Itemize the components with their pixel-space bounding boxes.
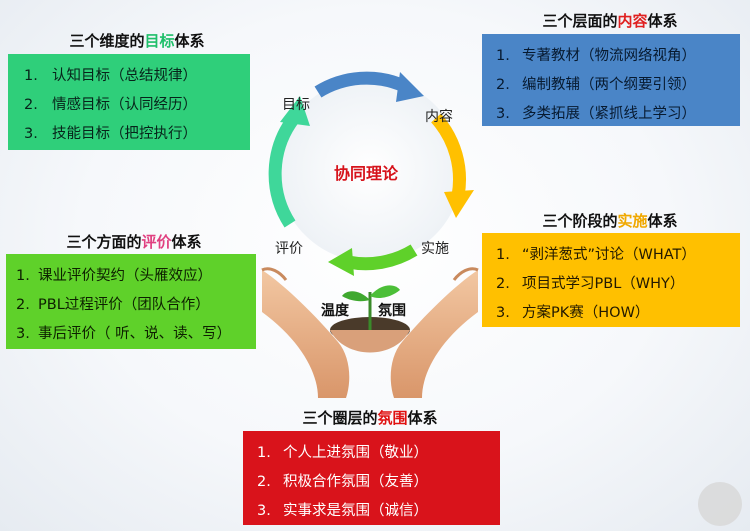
list-item: 1. 认知目标（总结规律） <box>8 62 250 91</box>
list-item: 2. 项目式学习PBL（WHY） <box>482 270 740 299</box>
implementation-system-title: 三个阶段的实施体系 <box>520 210 700 231</box>
item-number: 3. <box>24 126 38 142</box>
item-number: 3. <box>496 305 510 321</box>
item-text: 项目式学习PBL（WHY） <box>522 276 685 292</box>
title-suffix: 体系 <box>647 12 678 30</box>
item-number: 1. <box>496 247 510 263</box>
title-prefix: 三个圈层的 <box>302 409 378 427</box>
title-highlight: 目标 <box>144 32 175 50</box>
list-item: 3. 技能目标（把控执行） <box>8 120 250 149</box>
item-text: 编制教辅（两个纲要引领） <box>522 77 696 93</box>
item-text: 方案PK赛（HOW） <box>522 305 650 321</box>
item-number: 1. <box>496 48 510 64</box>
title-suffix: 体系 <box>171 233 202 251</box>
title-prefix: 三个阶段的 <box>542 212 618 230</box>
cycle-center-disc <box>278 78 462 262</box>
title-suffix: 体系 <box>647 212 678 230</box>
title-suffix: 体系 <box>174 32 205 50</box>
item-number: 2. <box>24 97 38 113</box>
list-item: 2. 编制教辅（两个纲要引领） <box>482 71 740 100</box>
arrow-goal-to-content <box>314 71 424 102</box>
item-text: 情感目标（认同经历） <box>52 97 197 113</box>
label-atmosphere: 氛围 <box>378 303 406 319</box>
list-item: 3. 方案PK赛（HOW） <box>482 299 740 328</box>
content-system-box: 1. 专著教材（物流网络视角） 2. 编制教辅（两个纲要引领） 3. 多类拓展（紧抓线… <box>482 34 740 126</box>
list-item: 1. 专著教材（物流网络视角） <box>482 42 740 71</box>
list-item: 3. 事后评价（ 听、说、读、写） <box>6 320 256 349</box>
item-number: 1. <box>24 68 38 84</box>
item-text: 个人上进氛围（敬业） <box>283 445 428 461</box>
arrow-eval-to-goal <box>268 96 310 228</box>
list-item: 1. “剥洋葱式”讨论（WHAT） <box>482 241 740 270</box>
cycle-label-implementation: 实施 <box>421 241 449 257</box>
cycle-center-title: 协同理论 <box>333 164 398 183</box>
atmosphere-system-box: 1. 个人上进氛围（敬业） 2. 积极合作氛围（友善） 3. 实事求是氛围（诚信） <box>243 431 500 525</box>
list-item: 1. 个人上进氛围（敬业） <box>243 439 500 468</box>
watermark-logo-icon <box>698 482 742 526</box>
item-text: 实事求是氛围（诚信） <box>283 503 428 519</box>
item-number: 3. <box>496 106 510 122</box>
atmosphere-system-title: 三个圈层的氛围体系 <box>280 407 460 428</box>
evaluation-system-title: 三个方面的评价体系 <box>44 231 224 252</box>
item-text: 事后评价（ 听、说、读、写） <box>38 326 232 342</box>
cycle-label-evaluation: 评价 <box>275 241 303 257</box>
item-number: 3. <box>16 326 30 342</box>
title-suffix: 体系 <box>407 409 438 427</box>
item-number: 2. <box>257 474 271 490</box>
item-number: 2. <box>496 276 510 292</box>
item-text: 课业评价契约（头雁效应） <box>38 268 212 284</box>
list-item: 2. 积极合作氛围（友善） <box>243 468 500 497</box>
title-highlight: 内容 <box>617 12 648 30</box>
list-item: 3. 多类拓展（紧抓线上学习） <box>482 100 740 129</box>
cycle-label-goal: 目标 <box>282 97 310 113</box>
list-item: 1. 课业评价契约（头雁效应） <box>6 262 256 291</box>
title-highlight: 氛围 <box>377 409 408 427</box>
title-highlight: 评价 <box>141 233 172 251</box>
item-number: 2. <box>496 77 510 93</box>
item-text: 积极合作氛围（友善） <box>283 474 428 490</box>
item-text: 认知目标（总结规律） <box>52 68 197 84</box>
hands-seedling-image <box>261 267 479 398</box>
item-text: 专著教材（物流网络视角） <box>522 48 696 64</box>
item-text: PBL过程评价（团队合作） <box>38 297 210 313</box>
implementation-system-box: 1. “剥洋葱式”讨论（WHAT） 2. 项目式学习PBL（WHY） 3. 方案PK赛… <box>482 233 740 327</box>
title-highlight: 实施 <box>617 212 648 230</box>
item-text: 多类拓展（紧抓线上学习） <box>522 106 696 122</box>
arrow-content-to-impl <box>431 113 474 218</box>
list-item: 2. PBL过程评价（团队合作） <box>6 291 256 320</box>
item-text: 技能目标（把控执行） <box>52 126 197 142</box>
label-temperature: 温度 <box>321 303 349 319</box>
title-prefix: 三个维度的 <box>69 32 145 50</box>
goal-system-box: 1. 认知目标（总结规律） 2. 情感目标（认同经历） 3. 技能目标（把控执行） <box>8 54 250 150</box>
content-system-title: 三个层面的内容体系 <box>520 10 700 31</box>
title-prefix: 三个层面的 <box>542 12 618 30</box>
item-number: 3. <box>257 503 271 519</box>
evaluation-system-box: 1. 课业评价契约（头雁效应） 2. PBL过程评价（团队合作） 3. 事后评价（ 听… <box>6 254 256 349</box>
title-prefix: 三个方面的 <box>66 233 142 251</box>
item-number: 1. <box>16 268 30 284</box>
arrow-impl-to-eval <box>328 244 418 276</box>
list-item: 3. 实事求是氛围（诚信） <box>243 497 500 526</box>
list-item: 2. 情感目标（认同经历） <box>8 91 250 120</box>
item-number: 1. <box>257 445 271 461</box>
cycle-label-content: 内容 <box>425 109 453 125</box>
item-text: “剥洋葱式”讨论（WHAT） <box>522 247 696 263</box>
goal-system-title: 三个维度的目标体系 <box>52 30 222 51</box>
item-number: 2. <box>16 297 30 313</box>
